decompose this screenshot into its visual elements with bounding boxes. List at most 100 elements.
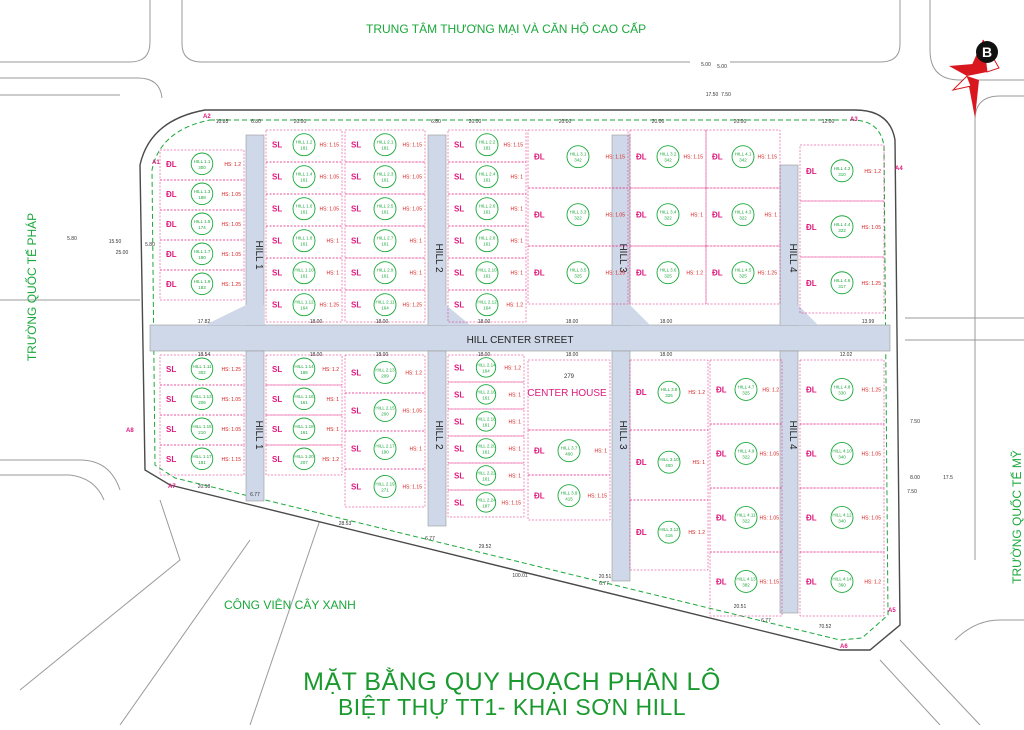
lot-area: 181 (483, 146, 491, 151)
outer-road-10 (119, 539, 251, 726)
lot-area: 415 (565, 497, 573, 502)
lot-hs: HS: 1.25 (403, 303, 423, 309)
street-label-5: HILL 1 (253, 420, 264, 450)
lot-area: 322 (664, 216, 672, 221)
lot-marker (373, 437, 397, 460)
dim-misc: 5.00 (701, 62, 711, 68)
lot-type: SL (454, 237, 464, 246)
lot-id: HILL 4.9 (738, 448, 755, 453)
lot-outline (705, 245, 781, 305)
lot-marker (190, 357, 214, 381)
lot-type: SL (454, 363, 464, 372)
lot-id: HILL 2.3 (377, 172, 394, 177)
lot-outline (447, 462, 525, 491)
lot-marker (190, 447, 214, 471)
lot-marker (292, 261, 316, 285)
lot-marker (190, 152, 214, 176)
street-chamfer-3 (612, 305, 650, 325)
lot-marker (373, 165, 397, 189)
lot-area: 161 (300, 242, 308, 247)
lot-marker (656, 145, 680, 169)
lot-hs: HS: 1.25 (606, 271, 626, 277)
lot-marker (475, 229, 499, 253)
lot-hs: HS: 1 (508, 446, 521, 452)
compass-letter: B (982, 44, 992, 60)
lot-area: 330 (838, 390, 846, 395)
lot-type: SL (166, 365, 176, 374)
lot-type: SL (351, 237, 361, 246)
lot-hs: HS: 1.15 (502, 500, 522, 506)
lot-hs: HS: 1.2 (864, 169, 881, 175)
lot-hs: HS: 1.05 (222, 252, 242, 258)
dim-mid-bottom: 18.00 (376, 352, 389, 358)
lot-hs: HS: 1 (409, 271, 422, 277)
lot-type: ĐL (166, 220, 177, 229)
lot-hs: HS: 1.05 (222, 192, 242, 198)
lot-area: 188 (198, 195, 206, 200)
lot-id: HILL 2.9 (377, 268, 394, 273)
lot-hs: HS: 1.25 (222, 367, 242, 373)
lot-area: 210 (198, 430, 206, 435)
lot-area: 342 (739, 158, 747, 163)
lot-area: 161 (482, 422, 490, 427)
lot-area: 181 (300, 146, 308, 151)
lot-hs: HS: 1 (510, 271, 523, 277)
lot-id: HILL 3.9 (561, 491, 578, 496)
lot-outline (447, 408, 525, 437)
lot-marker (475, 357, 497, 378)
lot-outline (447, 435, 525, 464)
lot-id: HILL 1.3 (194, 189, 211, 194)
lot-type: SL (351, 173, 361, 182)
lot-area: 161 (483, 210, 491, 215)
corner-marker: A1 (152, 160, 160, 166)
lot-type: ĐL (636, 269, 647, 278)
lot-area: 200 (381, 411, 389, 416)
lot-id: HILL 2.24 (476, 497, 496, 502)
street-chamfer-1 (205, 305, 264, 325)
dim-bottom: 6.77 (599, 581, 609, 587)
lot-marker (475, 197, 499, 221)
lot-marker (830, 377, 854, 401)
lot-hs: HS: 1.05 (862, 451, 882, 457)
lot-id: HILL 2.17 (375, 443, 395, 448)
lot-hs: HS: 1 (764, 213, 777, 219)
lot-marker (475, 293, 499, 317)
lot-id: HILL 1.2 (296, 140, 313, 145)
lot-hs: HS: 1 (510, 207, 523, 213)
lot-area: 188 (300, 370, 308, 375)
lot-id: HILL 1.5 (194, 219, 211, 224)
lot-hs: HS: 1 (326, 427, 339, 433)
lot-area: 164 (483, 306, 491, 311)
dim-misc: 7.50 (721, 92, 731, 98)
lot-area: 161 (300, 430, 308, 435)
lot-area: 161 (381, 210, 389, 215)
outer-road-2 (181, 0, 690, 63)
lot-id: HILL 1.11 (192, 364, 212, 369)
outer-road-9 (19, 499, 181, 691)
lot-marker (373, 261, 397, 285)
lot-area: 382 (742, 582, 750, 587)
title-line-2: BIỆT THỰ TT1- KHAI SƠN HILL (337, 694, 687, 720)
lot-marker (475, 492, 497, 513)
corner-marker: A5 (888, 608, 896, 614)
hill-street-1 (245, 134, 265, 326)
hill-street-5 (245, 350, 265, 502)
dim-mid-bottom: 18.00 (566, 352, 579, 358)
lot-type: SL (272, 173, 282, 182)
outer-road-5 (974, 95, 1024, 560)
lot-id: HILL 1.1 (194, 159, 211, 164)
dim-bottom: 100.01 (512, 573, 528, 579)
lot-area: 183 (198, 285, 206, 290)
lot-marker (557, 439, 581, 463)
lot-type: ĐL (806, 385, 817, 394)
lot-type: ĐL (716, 577, 727, 586)
lot-marker (657, 380, 681, 404)
lot-id: HILL 1.6 (296, 204, 313, 209)
lot-marker (475, 261, 499, 285)
lot-area: 161 (483, 274, 491, 279)
dim-bottom: 28.53 (339, 521, 352, 527)
lot-marker (292, 447, 316, 471)
lot-id: HILL 3.3 (570, 210, 587, 215)
lot-id: HILL 1.10 (294, 268, 314, 273)
lot-area: 325 (742, 390, 750, 395)
